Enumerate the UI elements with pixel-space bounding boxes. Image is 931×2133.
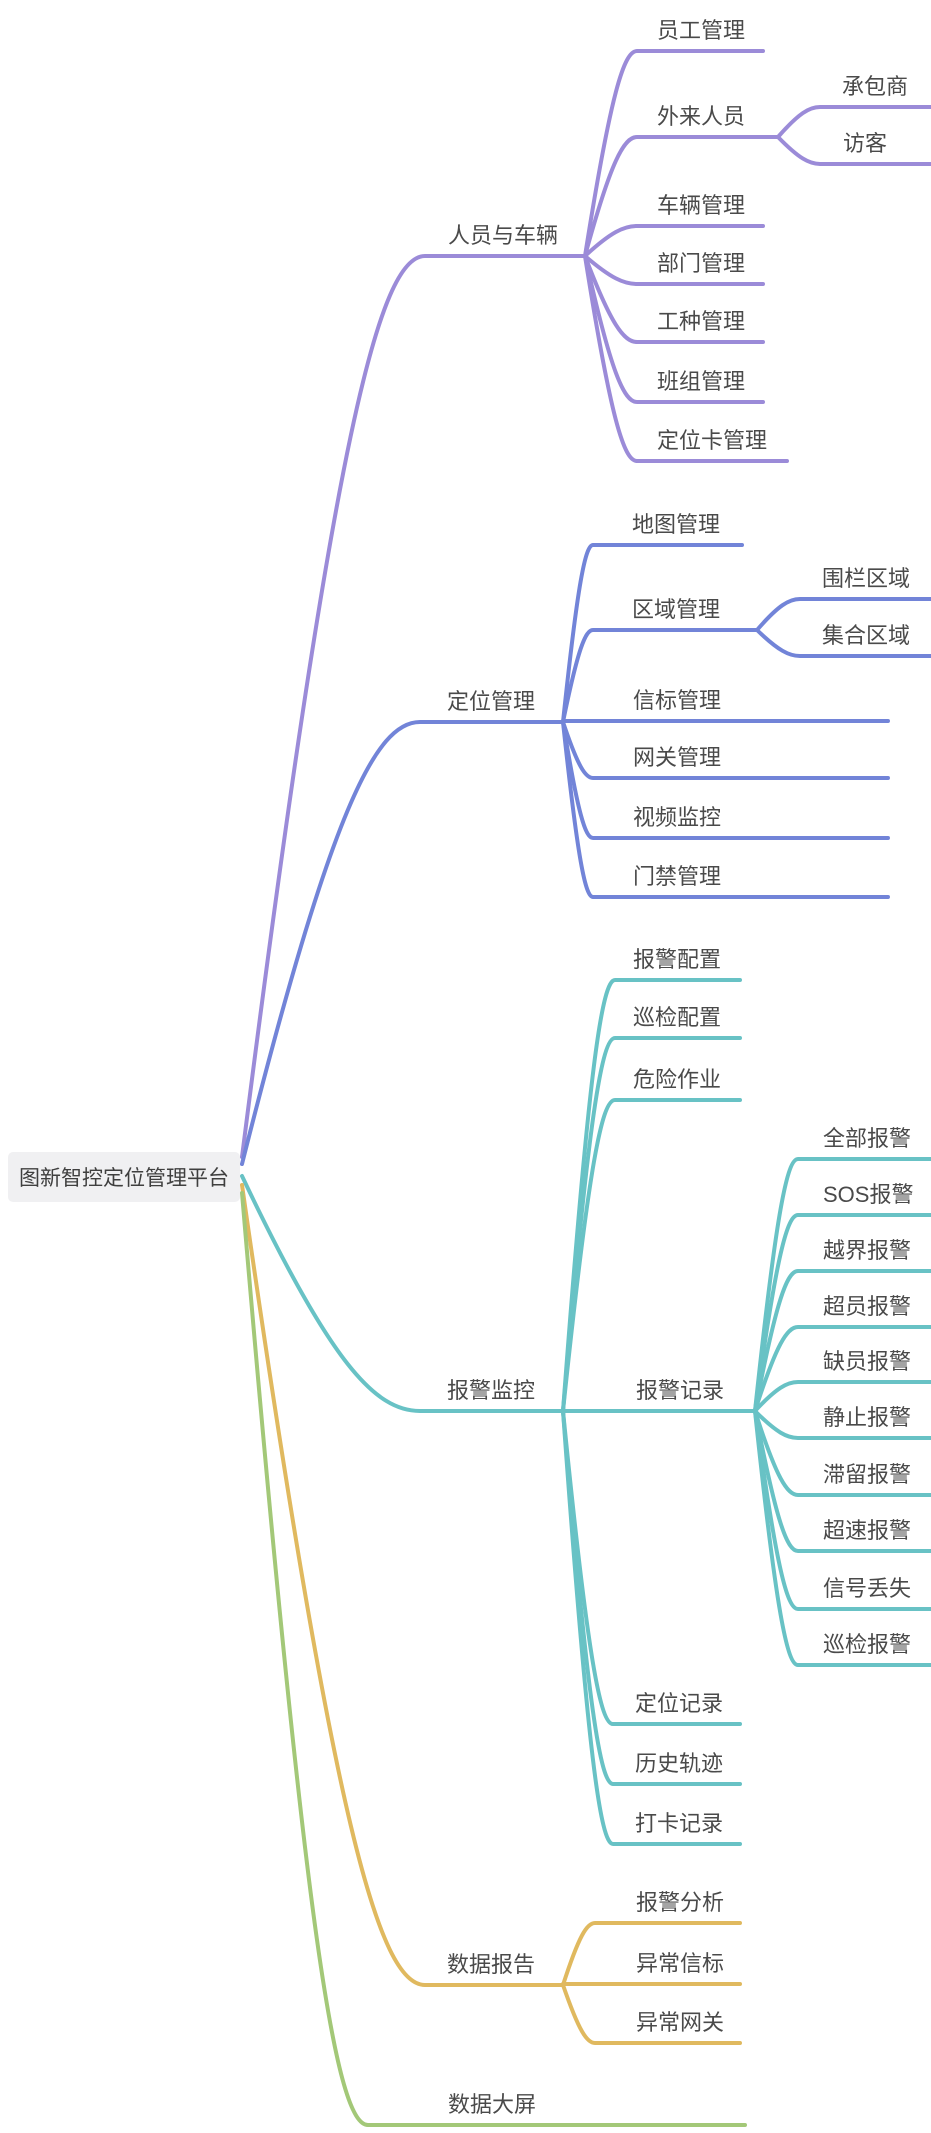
connector-line [583, 254, 765, 344]
connector-line [583, 254, 765, 404]
connector-line [753, 1325, 931, 1413]
mindmap-node[interactable]: 外来人员 [657, 104, 746, 129]
mindmap-node[interactable]: 报警分析 [636, 1890, 725, 1915]
branch-data-report[interactable]: 数据报告 [447, 1952, 536, 1977]
mindmap-node[interactable]: 承包商 [842, 74, 909, 99]
mindmap-node[interactable]: 门禁管理 [633, 864, 722, 889]
mindmap-node[interactable]: 网关管理 [633, 745, 722, 770]
root-node-label: 图新智控定位管理平台 [19, 1167, 229, 1190]
connector-line [753, 1157, 931, 1413]
mindmap-node[interactable]: 全部报警 [823, 1126, 912, 1151]
connector-line [561, 1921, 742, 1987]
mindmap-node[interactable]: 报警记录 [636, 1378, 725, 1403]
connector-line [583, 135, 780, 258]
mindmap-node[interactable]: 报警配置 [633, 947, 722, 972]
mindmap-node[interactable]: 越界报警 [823, 1238, 912, 1263]
connector-line [583, 254, 789, 463]
branch-data-screen[interactable]: 数据大屏 [448, 2092, 537, 2117]
branch-personnel-vehicles[interactable]: 人员与车辆 [448, 223, 559, 248]
mindmap-node[interactable]: 视频监控 [633, 805, 722, 830]
connector-line [561, 543, 744, 724]
mindmap-node[interactable]: 静止报警 [823, 1405, 912, 1430]
mindmap-node[interactable]: 定位记录 [635, 1691, 724, 1716]
connector-line [753, 1213, 931, 1413]
mindmap-node[interactable]: 围栏区域 [822, 566, 911, 591]
mindmap-node[interactable]: 集合区域 [822, 623, 911, 648]
mindmap-node[interactable]: 滞留报警 [823, 1462, 912, 1487]
connector-line [240, 1183, 565, 1987]
mindmap-node[interactable]: SOS报警 [823, 1182, 914, 1207]
mindmap-node[interactable]: 缺员报警 [823, 1349, 912, 1374]
connector-line [561, 628, 759, 724]
connector-line [583, 254, 765, 286]
connector-line [240, 254, 587, 1159]
root-node[interactable]: 图新智控定位管理平台 [8, 1152, 240, 1202]
connector-line [240, 1191, 747, 2127]
mindmap-node[interactable]: 异常信标 [636, 1951, 725, 1976]
connector-line [561, 1983, 742, 2045]
mindmap-node[interactable]: 区域管理 [632, 597, 721, 622]
connector-line [753, 1409, 931, 1553]
branch-location-management[interactable]: 定位管理 [447, 689, 536, 714]
mindmap-node[interactable]: 地图管理 [632, 512, 721, 537]
mindmap-node[interactable]: 异常网关 [636, 2010, 725, 2035]
connector-line [753, 1380, 931, 1413]
connector-line [776, 105, 931, 139]
mindmap-node[interactable]: 访客 [843, 131, 888, 156]
connector-line [561, 720, 890, 780]
mindmap-node[interactable]: 超速报警 [823, 1518, 912, 1543]
mindmap-node[interactable]: 部门管理 [657, 251, 746, 276]
connector-line [755, 628, 931, 658]
connector-line [583, 224, 765, 258]
connector-line [561, 720, 890, 899]
connector-line [753, 1409, 931, 1497]
mindmap-node[interactable]: 车辆管理 [657, 193, 746, 218]
connector-line [753, 1409, 931, 1667]
mindmap-node[interactable]: 超员报警 [823, 1294, 912, 1319]
connector-line [561, 1098, 742, 1413]
connector-line [776, 135, 931, 166]
connector-line [561, 1036, 742, 1413]
mindmap-node[interactable]: 打卡记录 [635, 1811, 724, 1836]
connector-line [561, 1409, 742, 1846]
mindmap-node[interactable]: 危险作业 [633, 1067, 722, 1092]
mindmap-node[interactable]: 巡检配置 [633, 1005, 722, 1030]
mindmap-node[interactable]: 巡检报警 [823, 1632, 912, 1657]
connector-line [240, 1174, 565, 1413]
mindmap-node[interactable]: 班组管理 [657, 369, 746, 394]
mindmap-node[interactable]: 信标管理 [633, 688, 722, 713]
mindmap-node[interactable]: 定位卡管理 [657, 428, 768, 453]
connector-line [755, 597, 931, 632]
connector-line [240, 720, 565, 1166]
connector-line [753, 1409, 931, 1440]
mindmap-node[interactable]: 信号丢失 [823, 1576, 912, 1601]
mindmap-node[interactable]: 历史轨迹 [635, 1751, 724, 1776]
connector-line [753, 1269, 931, 1413]
branch-alarm-monitoring[interactable]: 报警监控 [447, 1378, 536, 1403]
mindmap-node[interactable]: 员工管理 [657, 18, 746, 43]
mindmap-node[interactable]: 工种管理 [657, 309, 746, 334]
connector-line [583, 49, 765, 258]
